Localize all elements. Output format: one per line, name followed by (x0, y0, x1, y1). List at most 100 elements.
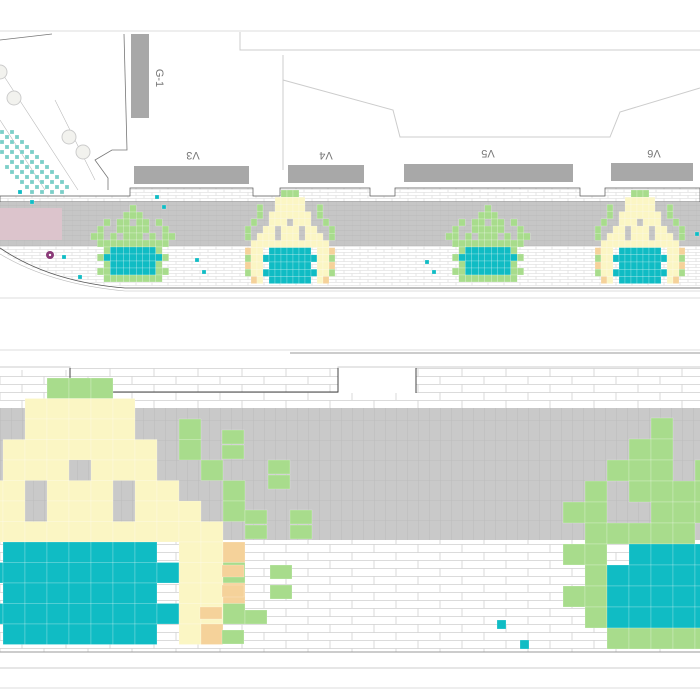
teal-pool-tile (129, 260, 137, 269)
teal-pool-tile (156, 603, 180, 625)
teal-pool-tile (136, 253, 143, 262)
yellow-tile (316, 261, 324, 270)
curb-line (0, 247, 700, 289)
green-tile (136, 225, 143, 234)
teal-pool-tile (672, 585, 696, 608)
orange-tile (222, 541, 246, 563)
green-tile (110, 239, 117, 248)
teal-pool-tile (606, 585, 630, 608)
yellow-tile (46, 521, 70, 543)
teal-dot (161, 204, 167, 210)
green-tile (504, 239, 511, 248)
green-tile (584, 501, 608, 524)
teal-pool-tile (268, 269, 276, 277)
green-tile (136, 239, 143, 248)
green-tile (68, 377, 92, 399)
hatch-tile (0, 139, 5, 145)
yellow-tile (642, 211, 650, 220)
teal-pool-tile (110, 267, 117, 276)
teal-pool-tile (497, 260, 505, 269)
teal-pool-tile (123, 253, 130, 262)
yellow-tile (286, 196, 294, 205)
yellow-tile (46, 418, 70, 440)
yellow-tile (256, 269, 264, 277)
yellow-tile (134, 521, 158, 543)
teal-pool-tile (112, 623, 136, 645)
paving-motifs-overview (17, 189, 700, 284)
teal-pool-tile (149, 246, 156, 255)
yellow-tile (292, 218, 300, 227)
green-tile (478, 211, 485, 220)
yellow-tile (292, 240, 300, 248)
green-tile (328, 225, 336, 234)
teal-pool-tile (660, 254, 668, 263)
yellow-tile (256, 254, 264, 263)
green-tile (162, 267, 169, 276)
green-tile (504, 232, 511, 241)
teal-pool-tile (304, 276, 312, 284)
teal-pool-tile (504, 253, 511, 262)
green-tile (510, 246, 518, 255)
teal-pool-tile (642, 269, 650, 277)
teal-pool-tile (618, 254, 626, 263)
yellow-tile (666, 276, 674, 284)
green-tile (129, 274, 137, 283)
hatch-tile (29, 179, 35, 185)
hatch-tile (34, 174, 40, 180)
teal-pool-tile (68, 582, 92, 604)
vent-bar-v6 (611, 163, 693, 181)
green-tile (244, 225, 252, 234)
teal-pool-tile (292, 276, 300, 284)
teal-pool-tile (648, 276, 656, 284)
teal-pool-tile (471, 246, 479, 255)
yellow-tile (68, 480, 92, 502)
teal-pool-tile (90, 623, 114, 645)
teal-pool-tile (268, 254, 276, 263)
yellow-tile (606, 269, 614, 277)
yellow-tile (298, 196, 306, 205)
green-tile (650, 501, 674, 524)
yellow-tile (46, 500, 70, 522)
yellow-tile (262, 232, 270, 241)
green-tile (491, 211, 498, 220)
teal-pool-tile (484, 253, 492, 262)
yellow-tile (200, 521, 224, 543)
teal-pool-tile (24, 623, 48, 645)
yellow-tile (274, 240, 282, 248)
teal-dot (496, 619, 507, 630)
green-tile (123, 225, 130, 234)
green-tile (123, 211, 130, 220)
green-tile (267, 459, 291, 475)
teal-pool-tile (155, 253, 163, 262)
green-tile (452, 232, 459, 241)
teal-pool-tile (68, 541, 92, 563)
yellow-tile (606, 276, 614, 284)
yellow-tile (660, 225, 668, 234)
teal-pool-tile (504, 260, 511, 269)
yellow-tile (316, 247, 324, 256)
hatch-tile (14, 134, 20, 140)
hatch-tile (34, 184, 40, 190)
yellow-tile (600, 269, 608, 277)
yellow-tile (624, 211, 632, 220)
orange-tile (678, 247, 686, 256)
teal-pool-tile (304, 261, 312, 270)
green-tile (628, 522, 652, 545)
green-tile (116, 239, 124, 248)
green-tile (491, 274, 498, 283)
hatch-tile (9, 159, 15, 165)
green-tile (155, 218, 163, 227)
hatch-tile (4, 164, 10, 170)
green-tile (142, 274, 150, 283)
green-tile (316, 204, 324, 212)
yellow-tile (304, 232, 312, 241)
green-tile (497, 218, 505, 227)
teal-pool-tile (286, 247, 294, 256)
yellow-tile (156, 480, 180, 502)
yellow-tile (134, 500, 158, 522)
green-tile (103, 274, 111, 283)
green-tile (678, 254, 686, 263)
vent-label-v6: V6 (647, 147, 660, 159)
green-tile (178, 439, 202, 461)
hatch-tile (49, 179, 55, 185)
